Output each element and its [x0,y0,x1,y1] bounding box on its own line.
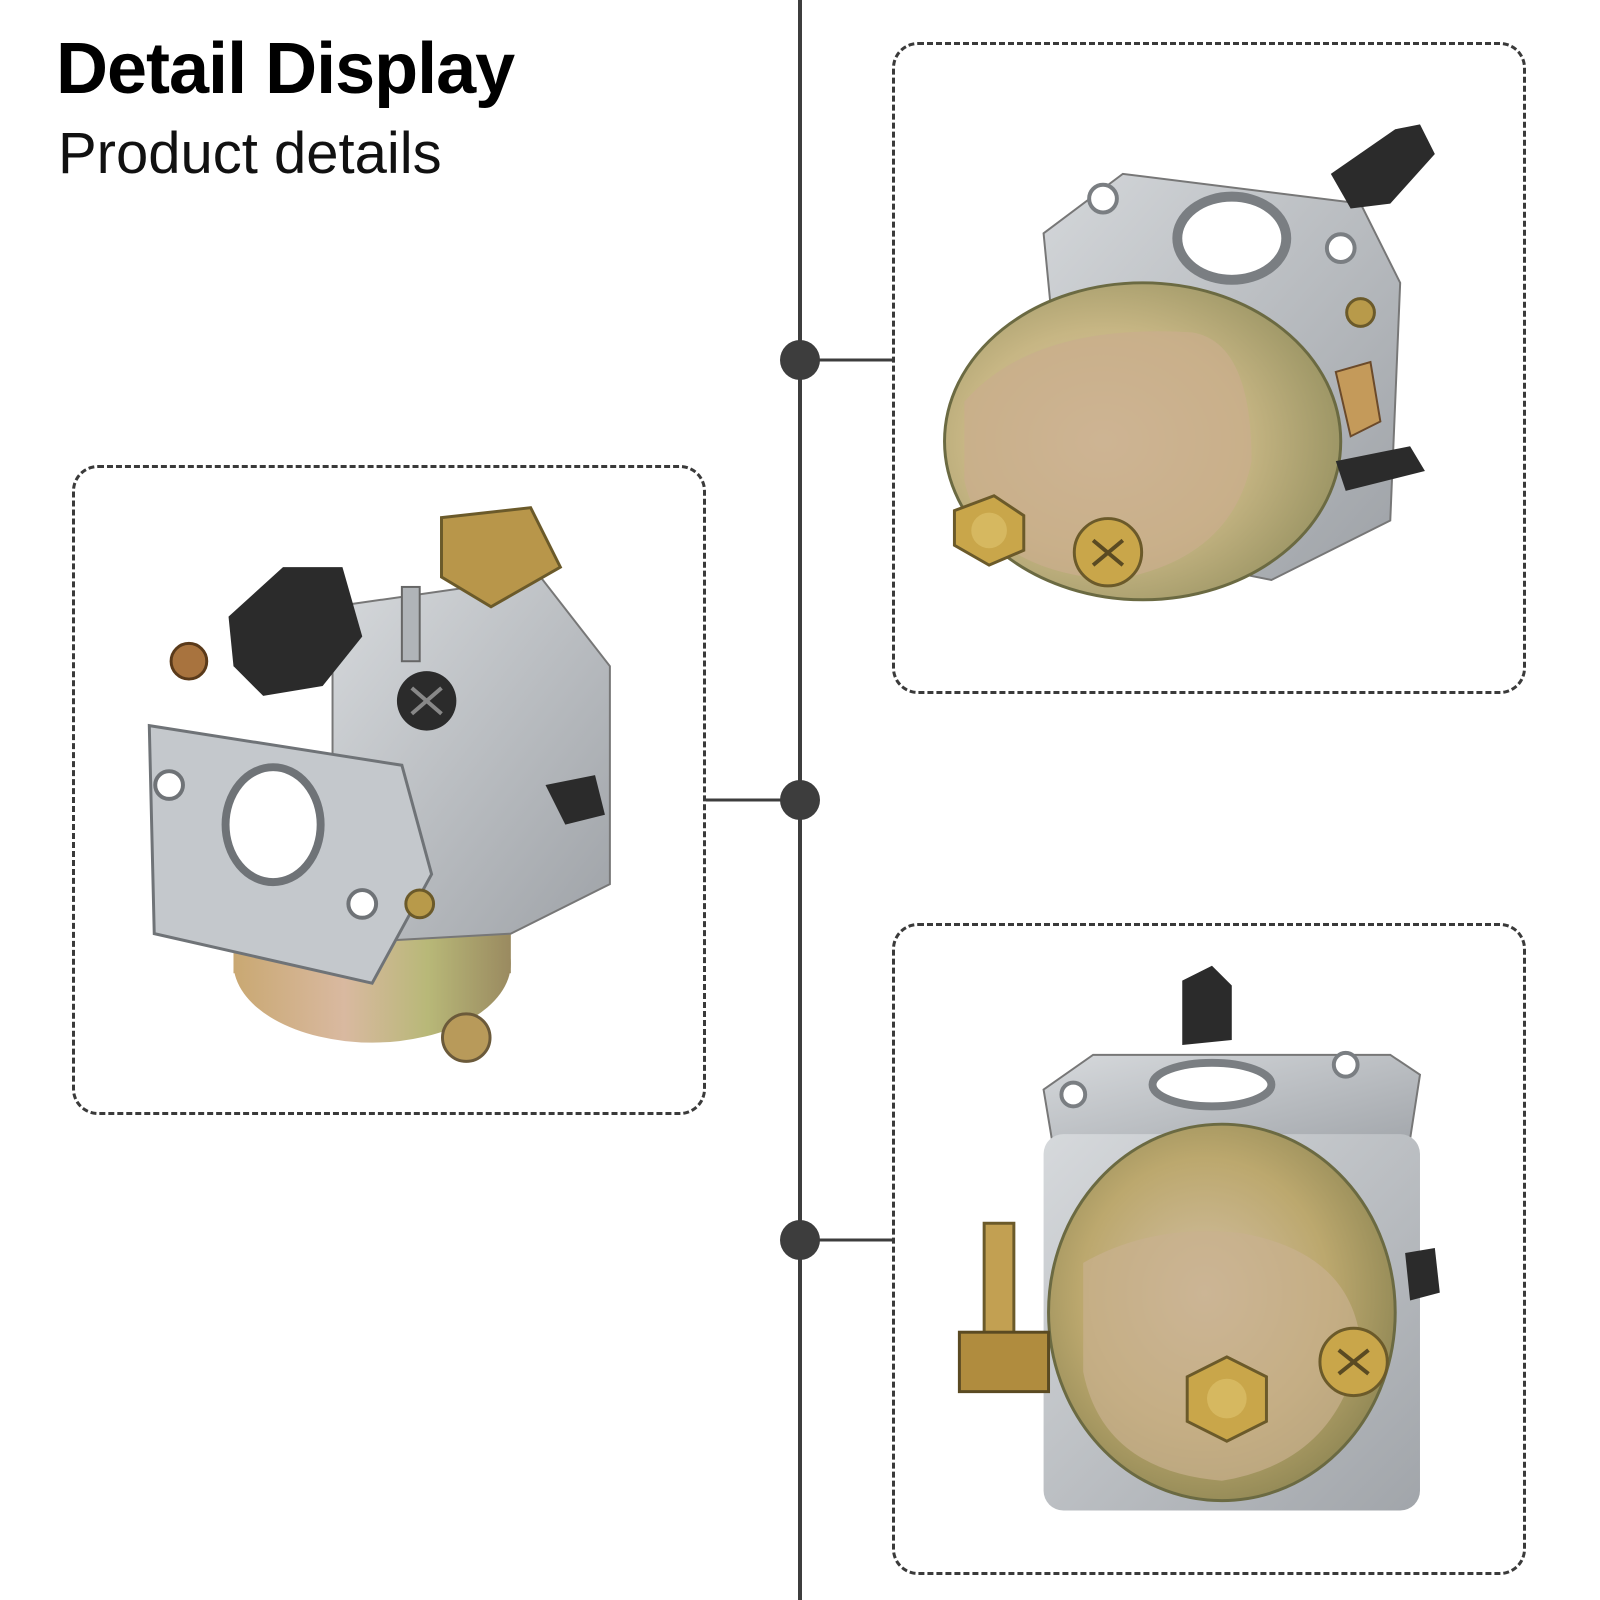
carburetor-bowl-side-image [943,124,1435,602]
product-image-panel-top-right [892,42,1526,694]
page-subtitle: Product details [58,121,442,186]
connector-dot-bottom [780,1220,820,1260]
product-image-panel-bottom-right [892,923,1526,1575]
connector-dot-middle [780,780,820,820]
page-title: Detail Display [56,29,515,109]
connector-dot-top [780,340,820,380]
carburetor-bowl-bottom-image [957,965,1440,1511]
carburetor-front-angle-image [147,506,611,1063]
product-image-panel-left [72,465,706,1115]
